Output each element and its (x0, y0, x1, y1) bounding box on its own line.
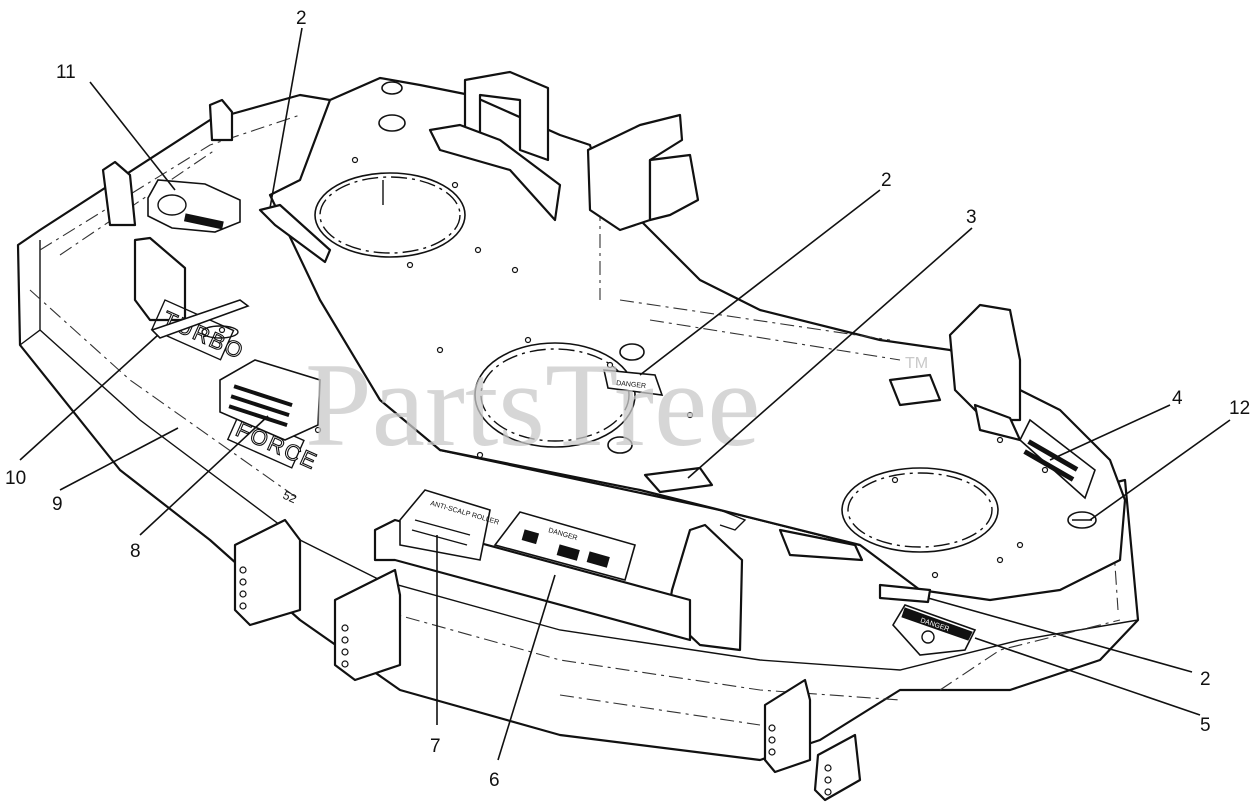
callout-6: 6 (489, 770, 500, 791)
deck-size-text: 52 (281, 488, 299, 506)
decals: DANGER ANTI-SCALP ROLLER DANGER DANGER (147, 179, 1096, 656)
callout-12: 12 (1229, 398, 1250, 419)
callout-5: 5 (1200, 715, 1211, 736)
watermark-text: PartsTree (305, 338, 761, 471)
blade-openings (314, 81, 1097, 553)
callout-2-center: 2 (881, 170, 892, 191)
decal-danger-top: DANGER (602, 369, 664, 396)
decal-7: ANTI-SCALP ROLLER (399, 489, 500, 561)
callouts: 2 11 2 3 4 12 10 9 8 7 6 2 5 (5, 8, 1250, 791)
decal-5: DANGER (892, 604, 977, 656)
callout-8: 8 (130, 541, 141, 562)
decal-11 (147, 179, 241, 233)
callout-4: 4 (1172, 388, 1183, 409)
callout-10: 10 (5, 468, 26, 489)
decal-4 (1019, 418, 1096, 500)
leader-lines (19, 27, 1231, 761)
baffles (258, 203, 932, 604)
decal-6: DANGER (493, 511, 636, 581)
callout-7: 7 (430, 736, 441, 757)
callout-9: 9 (52, 494, 63, 515)
callout-3: 3 (966, 207, 977, 228)
watermark: PartsTree TM (305, 338, 928, 471)
danger-text-top: DANGER (616, 380, 647, 390)
callout-2-top: 2 (296, 8, 307, 29)
watermark-trademark: TM (905, 355, 928, 372)
brackets (101, 70, 1022, 652)
callout-2-right: 2 (1200, 669, 1211, 690)
decal-8 (219, 359, 321, 441)
callout-11: 11 (56, 62, 76, 83)
